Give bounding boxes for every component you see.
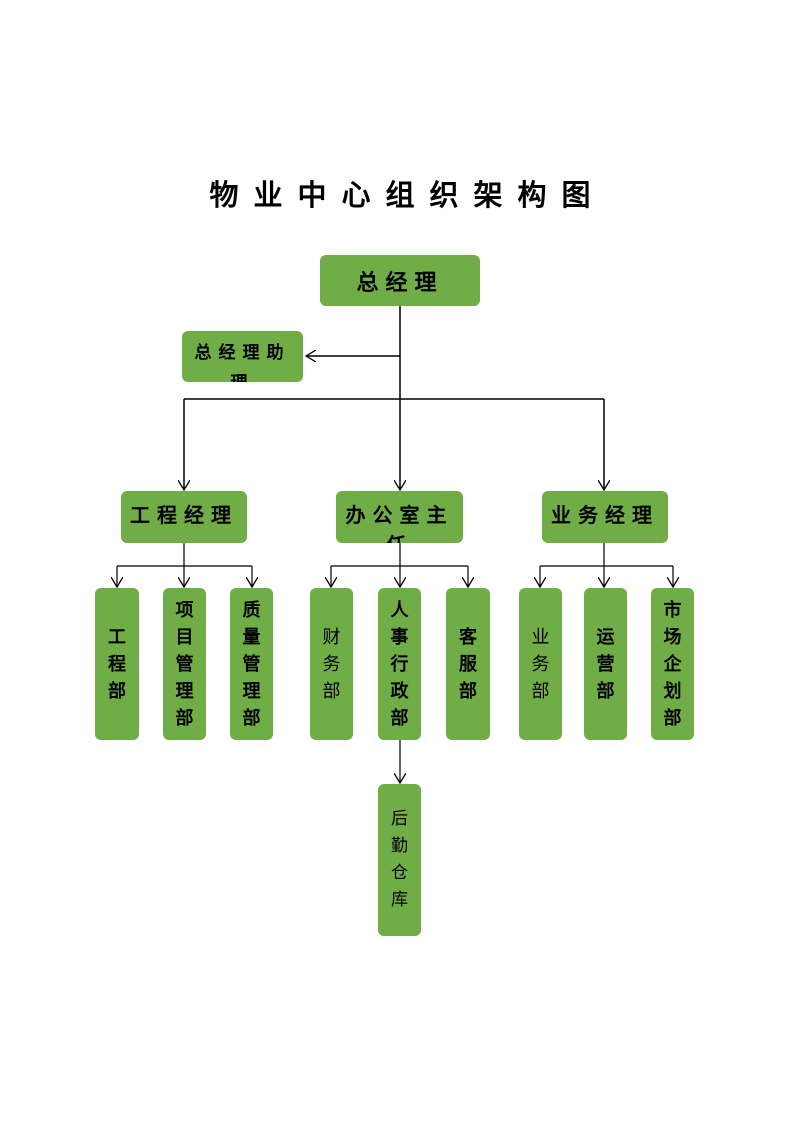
node-engineering-manager: 工程经理: [121, 491, 247, 543]
node-office-director: 办公室主任: [336, 491, 463, 543]
node-hr-admin-dept: 人事行政部: [378, 588, 421, 740]
node-operations-dept: 运营部: [584, 588, 627, 740]
node-engineering-dept: 工程部: [95, 588, 139, 740]
node-general-manager: 总经理: [320, 255, 480, 306]
node-quality-management-dept: 质量管理部: [230, 588, 273, 740]
node-customer-service-dept: 客服部: [446, 588, 490, 740]
chart-title: 物业中心组织架构图: [209, 178, 606, 212]
node-finance-dept: 财务部: [310, 588, 353, 740]
node-gm-assistant: 总经理助理: [182, 331, 303, 382]
node-business-dept: 业务部: [519, 588, 562, 740]
node-business-manager: 业务经理: [542, 491, 668, 543]
node-logistics-warehouse: 后勤仓库: [378, 784, 421, 936]
node-marketing-planning-dept: 市场企划部: [651, 588, 694, 740]
node-project-management-dept: 项目管理部: [163, 588, 206, 740]
